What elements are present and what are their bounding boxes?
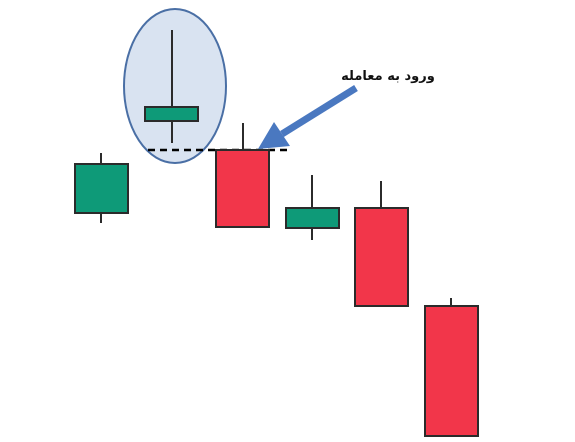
candle-5-body	[354, 207, 409, 307]
entry-arrow-head	[258, 122, 290, 149]
candle-1	[74, 153, 129, 223]
entry-arrow-shaft	[280, 85, 358, 137]
entry-arrow	[258, 85, 358, 149]
candle-4	[285, 175, 340, 240]
candle-4-body	[285, 207, 340, 229]
candle-2-body	[144, 106, 199, 122]
candle-6	[424, 298, 479, 437]
highlight-ellipse	[123, 8, 227, 164]
candle-3-body	[215, 149, 270, 228]
candle-2-shooting-star	[144, 30, 199, 143]
entry-label: ورود به معامله	[341, 69, 435, 84]
candle-3-entry	[215, 123, 270, 228]
candle-6-body	[424, 305, 479, 437]
candle-1-body	[74, 163, 129, 214]
candle-5	[354, 181, 409, 307]
